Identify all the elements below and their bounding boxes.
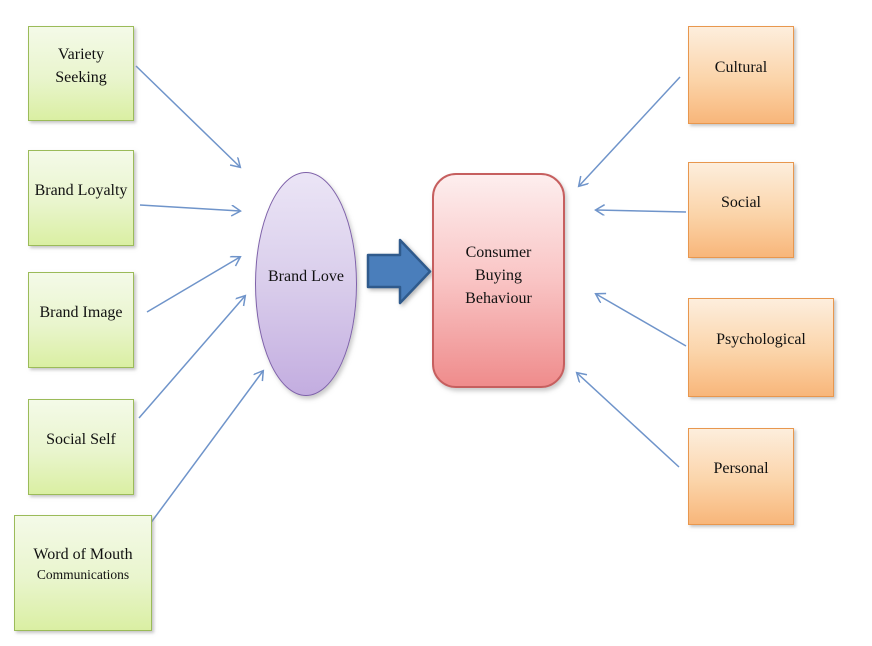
ellipse-brand-love-label: Brand Love bbox=[268, 267, 344, 285]
arrow-psychological-to-behaviour bbox=[596, 294, 687, 347]
box-word-of-mouth-sublabel: Communications bbox=[36, 567, 130, 583]
box-psychological: Psychological bbox=[688, 298, 834, 397]
brand-love-to-behaviour-block-arrow bbox=[366, 238, 432, 305]
box-word-of-mouth: Word of Mouth Communications bbox=[14, 515, 152, 631]
box-social-label: Social bbox=[721, 193, 761, 211]
box-brand-loyalty: Brand Loyalty bbox=[28, 150, 134, 246]
arrow-brand-loyalty-to-brand-love bbox=[139, 204, 240, 211]
box-variety-seeking-label: Variety Seeking bbox=[55, 45, 107, 86]
box-personal: Personal bbox=[688, 428, 794, 525]
box-consumer-buying-behaviour: Consumer Buying Behaviour bbox=[432, 173, 565, 388]
box-cultural: Cultural bbox=[688, 26, 794, 124]
box-word-of-mouth-label: Word of Mouth bbox=[33, 545, 133, 563]
arrow-word-of-mouth-to-brand-love bbox=[146, 371, 263, 529]
box-consumer-buying-behaviour-label: Consumer Buying Behaviour bbox=[465, 243, 532, 308]
box-social-self: Social Self bbox=[28, 399, 134, 495]
box-social: Social bbox=[688, 162, 794, 258]
arrow-variety-seeking-to-brand-love bbox=[135, 65, 240, 167]
box-psychological-label: Psychological bbox=[716, 331, 806, 349]
arrow-personal-to-behaviour bbox=[577, 373, 680, 468]
box-variety-seeking: Variety Seeking bbox=[28, 26, 134, 121]
box-brand-loyalty-label: Brand Loyalty bbox=[34, 181, 128, 199]
arrow-brand-image-to-brand-love bbox=[146, 257, 240, 313]
box-personal-label: Personal bbox=[713, 460, 769, 478]
arrow-cultural-to-behaviour bbox=[579, 76, 681, 186]
arrow-social-self-to-brand-love bbox=[138, 296, 245, 419]
box-brand-image: Brand Image bbox=[28, 272, 134, 368]
arrow-social-to-behaviour bbox=[596, 210, 687, 212]
box-social-self-label: Social Self bbox=[46, 430, 116, 448]
box-cultural-label: Cultural bbox=[714, 58, 768, 76]
box-brand-image-label: Brand Image bbox=[39, 303, 123, 321]
ellipse-brand-love: Brand Love bbox=[255, 172, 357, 396]
